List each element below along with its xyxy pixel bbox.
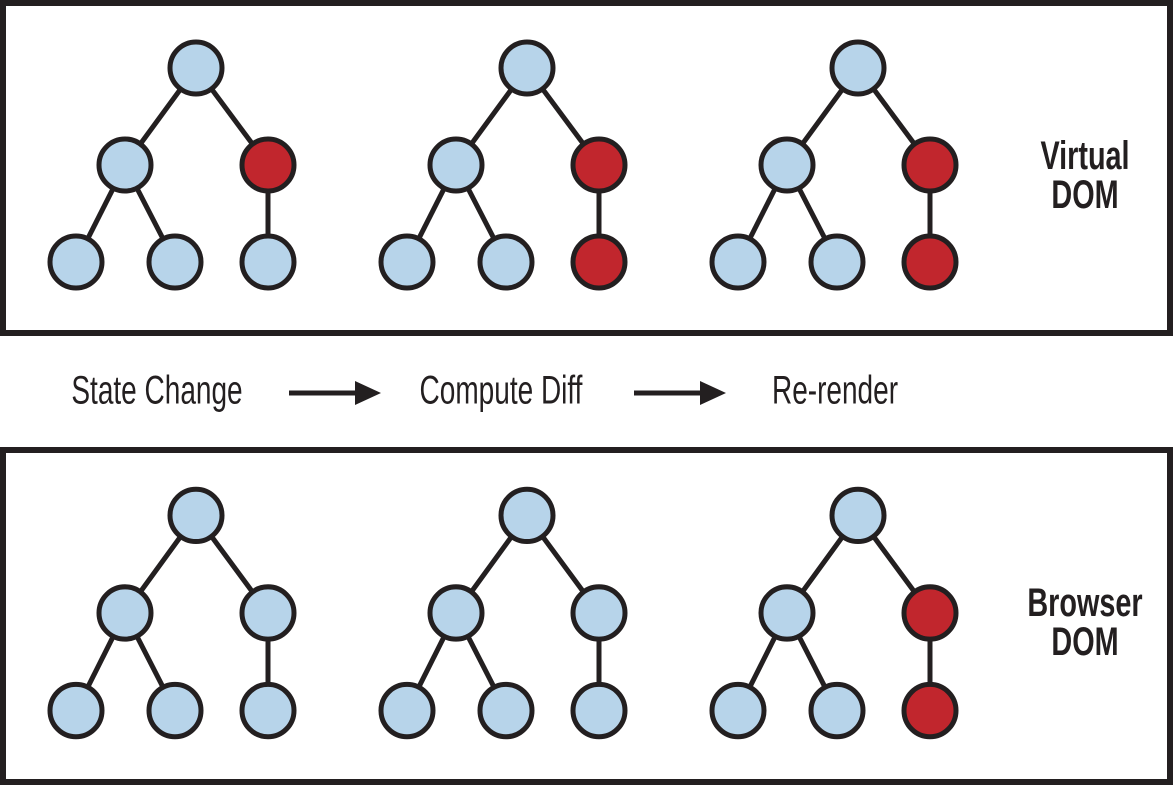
step-re-render: Re-render [771,368,899,413]
step-state-change: State Change [71,368,243,413]
tree-node-root [829,39,887,97]
virtual-dom-panel: Virtual DOM [0,0,1173,336]
tree-node-left-child [427,584,485,642]
tree-node-right-child [239,136,297,194]
tree-node-left-grandchild-1 [378,681,436,740]
tree-node-left-grandchild-2 [808,233,866,291]
process-flow: State Change Compute Diff Re-render [0,336,1173,447]
browser-dom-panel: Browser DOM [0,447,1173,785]
tree-node-left-grandchild-2 [477,233,535,291]
tree-node-right-child [239,584,297,642]
tree-node-left-grandchild-1 [47,233,105,291]
tree-node-root [167,486,225,545]
tree-node-left-child [758,584,816,642]
tree-node-left-grandchild-2 [477,681,535,740]
tree-node-left-grandchild-1 [378,233,436,291]
tree-node-root [167,39,225,97]
tree-node-right-grandchild [901,233,959,291]
browser-dom-trees [47,486,959,740]
tree-node-right-grandchild [570,681,628,740]
virtual-dom-label-line1: Virtual [1040,134,1130,178]
tree-node-left-child [96,136,154,194]
tree-node-right-grandchild [239,233,297,291]
right-arrow-icon [634,381,726,405]
tree-node-left-child [758,136,816,194]
tree-node-right-grandchild [239,681,297,740]
tree-node-left-grandchild-1 [709,681,767,740]
browser-dom-label-line1: Browser [1027,581,1143,625]
tree-node-left-child [427,136,485,194]
tree-node-right-child [570,136,628,194]
tree-node-right-child [901,584,959,642]
tree-node-right-child [570,584,628,642]
virtual-dom-label: Virtual DOM [1040,134,1130,217]
tree-node-left-grandchild-1 [47,681,105,740]
tree-node-root [498,486,556,545]
step-compute-diff: Compute Diff [419,368,583,413]
tree-node-right-grandchild [901,681,959,740]
browser-dom-label: Browser DOM [1027,581,1143,664]
tree-node-left-grandchild-1 [709,233,767,291]
tree-node-left-grandchild-2 [146,681,204,740]
right-arrow-icon [289,381,381,405]
tree-node-left-grandchild-2 [146,233,204,291]
tree-node-left-child [96,584,154,642]
tree-node-left-grandchild-2 [808,681,866,740]
tree-node-right-child [901,136,959,194]
tree-node-right-grandchild [570,233,628,291]
tree-node-root [498,39,556,97]
browser-dom-label-line2: DOM [1051,620,1119,664]
tree-node-root [829,486,887,545]
virtual-dom-trees [47,39,959,291]
virtual-dom-label-line2: DOM [1051,173,1119,217]
